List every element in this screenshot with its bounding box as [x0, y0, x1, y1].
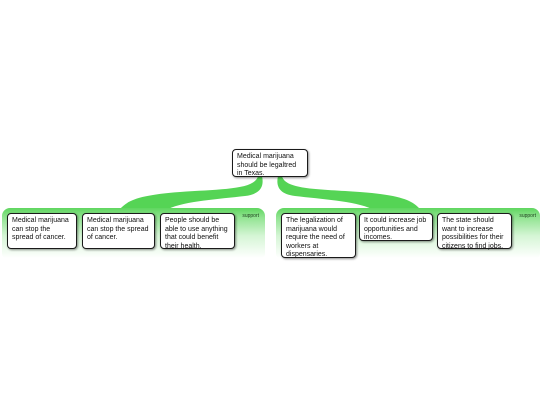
right-node-3[interactable]: The state should want to increase possib…: [437, 213, 512, 250]
support-label-right: support: [519, 213, 536, 219]
support-label-left: support: [242, 213, 259, 219]
right-node-2[interactable]: It could increase job opportunities and …: [359, 213, 433, 241]
left-node-2[interactable]: Medical marijuana can stop the spread of…: [82, 213, 155, 249]
connector-left: [120, 176, 263, 209]
left-node-3[interactable]: People should be able to use anything th…: [160, 213, 235, 250]
root-topic-node[interactable]: Medical marijuana should be legaltred in…: [232, 149, 308, 177]
connector-right: [277, 176, 420, 209]
left-node-1[interactable]: Medical marijuana can stop the spread of…: [7, 213, 77, 249]
right-node-1[interactable]: The legalization of marijuana would requ…: [281, 213, 356, 258]
